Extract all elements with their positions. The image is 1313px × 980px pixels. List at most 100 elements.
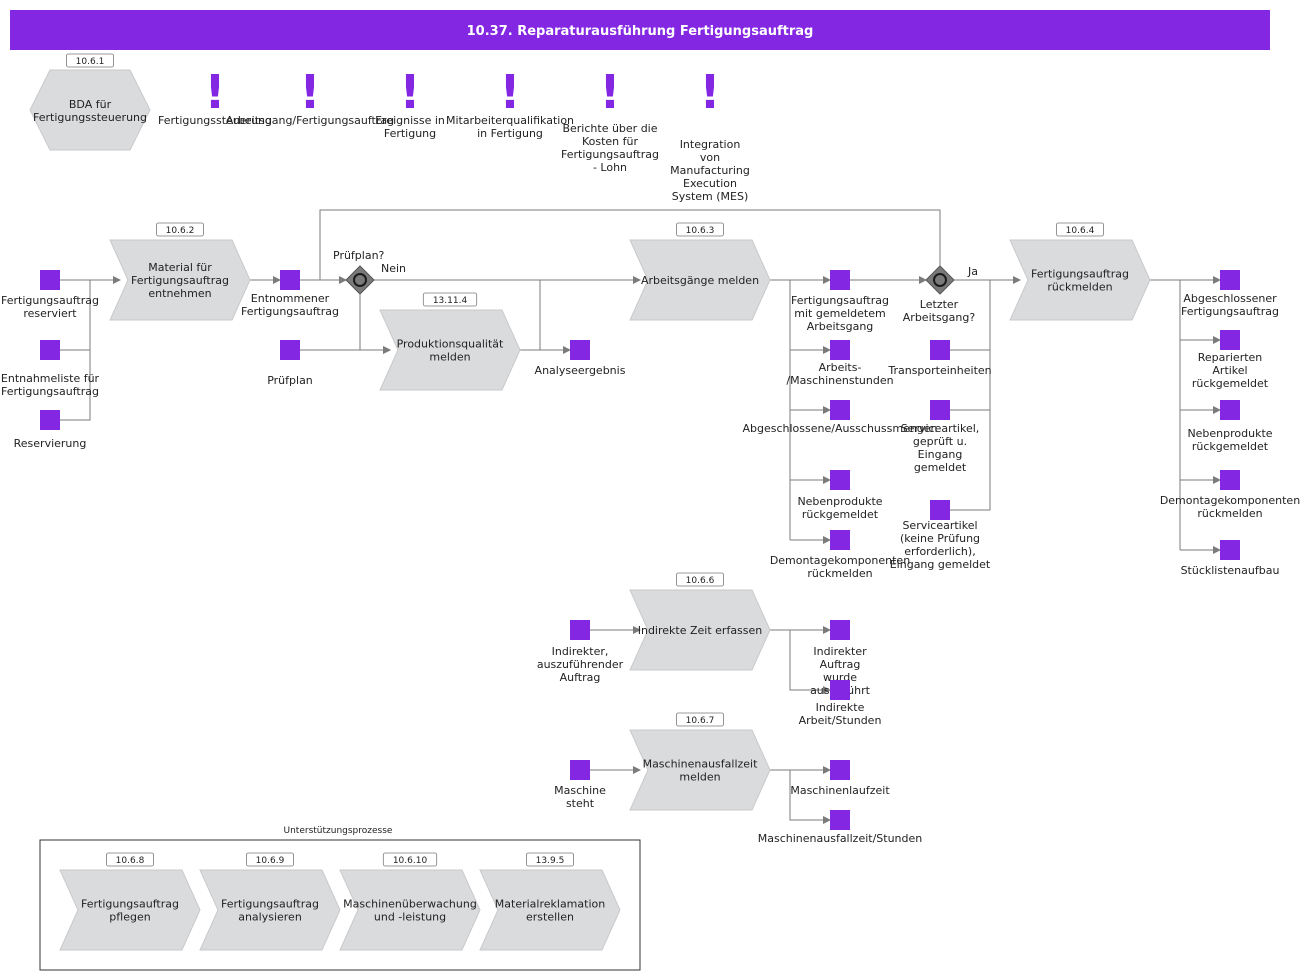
data-object[interactable]: [280, 340, 300, 360]
process-fertigungsauftrag-rueckmelden-ref: 10.6.4: [1066, 226, 1095, 236]
data-object[interactable]: [280, 270, 300, 290]
gateway-letzter-arbeitsgang[interactable]: [925, 265, 955, 295]
process-arbeitsgaenge-melden-label: Arbeitsgänge melden: [641, 274, 759, 287]
support-process-ref-box: [526, 852, 575, 867]
data-object[interactable]: [830, 620, 850, 640]
process-produktionsqualitaet[interactable]: [379, 309, 521, 391]
data-object[interactable]: [830, 680, 850, 700]
data-object[interactable]: [1220, 470, 1240, 490]
data-object-label: Maschinenlaufzeit: [790, 784, 890, 797]
connectors: [60, 209, 1221, 824]
data-object[interactable]: [40, 340, 60, 360]
process-material-entnehmen-ref: 10.6.2: [166, 226, 195, 236]
support-process[interactable]: [479, 869, 621, 951]
data-object-label: Arbeits-/Maschinenstunden: [786, 361, 893, 387]
data-object[interactable]: [1220, 270, 1240, 290]
hex-bda-ref: 10.6.1: [76, 57, 105, 67]
data-object[interactable]: [570, 760, 590, 780]
process-produktionsqualitaet-ref: 13.11.4: [433, 296, 468, 306]
process-fertigungsauftrag-rueckmelden[interactable]: [1009, 239, 1151, 321]
hex-bda-process[interactable]: [29, 69, 151, 151]
branch-label-ja: Ja: [967, 265, 978, 278]
alert-icon: !: [300, 65, 321, 119]
support-process-ref-box: [382, 852, 438, 867]
process-maschinenausfallzeit[interactable]: [629, 729, 771, 811]
gateway-pruefplan-ring: [353, 273, 367, 287]
data-object[interactable]: [1220, 540, 1240, 560]
data-object[interactable]: [830, 340, 850, 360]
process-produktionsqualitaet-ref-box: [422, 292, 478, 307]
data-object[interactable]: [930, 500, 950, 520]
data-object[interactable]: [930, 340, 950, 360]
title-bar: [10, 10, 1270, 50]
support-process[interactable]: [59, 869, 201, 951]
data-object[interactable]: [1220, 330, 1240, 350]
process-indirekte-zeit[interactable]: [629, 589, 771, 671]
process-arbeitsgaenge-melden[interactable]: [629, 239, 771, 321]
data-object[interactable]: [930, 400, 950, 420]
alert-icon: !: [500, 65, 521, 119]
support-process-ref: 10.6.8: [116, 856, 145, 866]
process-fertigungsauftrag-rueckmelden-ref-box: [1056, 222, 1105, 237]
gateway-pruefplan[interactable]: [345, 265, 375, 295]
process-indirekte-zeit-ref: 10.6.6: [686, 576, 715, 586]
process-indirekte-zeit-ref-box: [676, 572, 725, 587]
data-object[interactable]: [830, 760, 850, 780]
data-object-label: Analyseergebnis: [535, 364, 626, 377]
process-maschinenausfallzeit-ref-box: [676, 712, 725, 727]
alert-icon: !: [400, 65, 421, 119]
support-process-ref: 10.6.10: [393, 856, 428, 866]
data-object[interactable]: [40, 410, 60, 430]
support-processes-title: Unterstützungsprozesse: [284, 826, 393, 836]
data-object-label: Prüfplan: [267, 374, 313, 387]
data-object[interactable]: [570, 340, 590, 360]
data-object[interactable]: [830, 530, 850, 550]
support-process-ref: 10.6.9: [256, 856, 285, 866]
alert-icon: !: [600, 65, 621, 119]
support-process-ref: 13.9.5: [536, 856, 565, 866]
data-object[interactable]: [40, 270, 60, 290]
data-object[interactable]: [1220, 400, 1240, 420]
data-object-label: Reservierung: [14, 437, 87, 450]
data-object[interactable]: [830, 810, 850, 830]
data-object[interactable]: [830, 470, 850, 490]
data-object[interactable]: [570, 620, 590, 640]
branch-label-nein: Nein: [381, 262, 406, 275]
support-process[interactable]: [199, 869, 341, 951]
alert-icon: !: [205, 65, 226, 119]
data-object-label: Maschinenausfallzeit/Stunden: [758, 832, 923, 845]
support-processes-frame: [39, 839, 641, 971]
support-process[interactable]: [339, 869, 481, 951]
process-arbeitsgaenge-melden-ref-box: [676, 222, 725, 237]
process-material-entnehmen[interactable]: [109, 239, 251, 321]
data-object[interactable]: [830, 270, 850, 290]
data-object[interactable]: [830, 400, 850, 420]
